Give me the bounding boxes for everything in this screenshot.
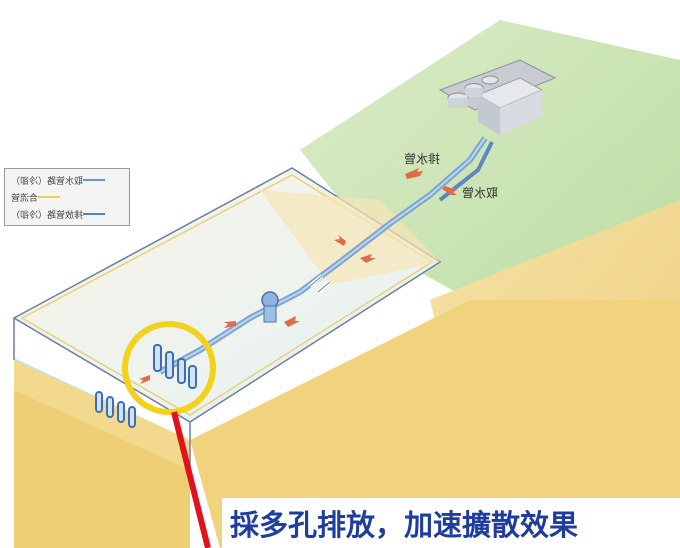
legend: 取水管路（冷卻） 合流管 排放管路（冷卻）	[4, 168, 130, 226]
discharge-pipe-label: 排水管	[404, 152, 441, 166]
seabed-left-shade	[14, 390, 190, 548]
legend-item: 排放管路（冷卻）	[11, 207, 109, 221]
legend-swatch	[83, 213, 106, 215]
intake-pipe-label: 取水管	[462, 186, 499, 200]
legend-label: 合流管	[11, 193, 39, 204]
legend-label: 排放管路（冷卻）	[11, 210, 84, 221]
pointer-line	[171, 411, 211, 548]
legend-swatch	[38, 196, 61, 198]
legend-label: 取水管路（冷卻）	[11, 176, 84, 187]
legend-swatch	[83, 179, 106, 181]
diffuser-cross-section	[95, 391, 136, 428]
legend-item: 取水管路（冷卻）	[11, 173, 109, 187]
sand-front	[190, 300, 680, 548]
flow-arrows	[139, 168, 457, 384]
caption: 採多孔排放，加速擴散效果	[222, 498, 680, 548]
diffuser-risers	[153, 344, 197, 389]
shoreline	[260, 190, 440, 285]
legend-item: 合流管	[11, 190, 64, 204]
highlight-ring	[122, 321, 216, 415]
treatment-plant	[438, 59, 557, 135]
